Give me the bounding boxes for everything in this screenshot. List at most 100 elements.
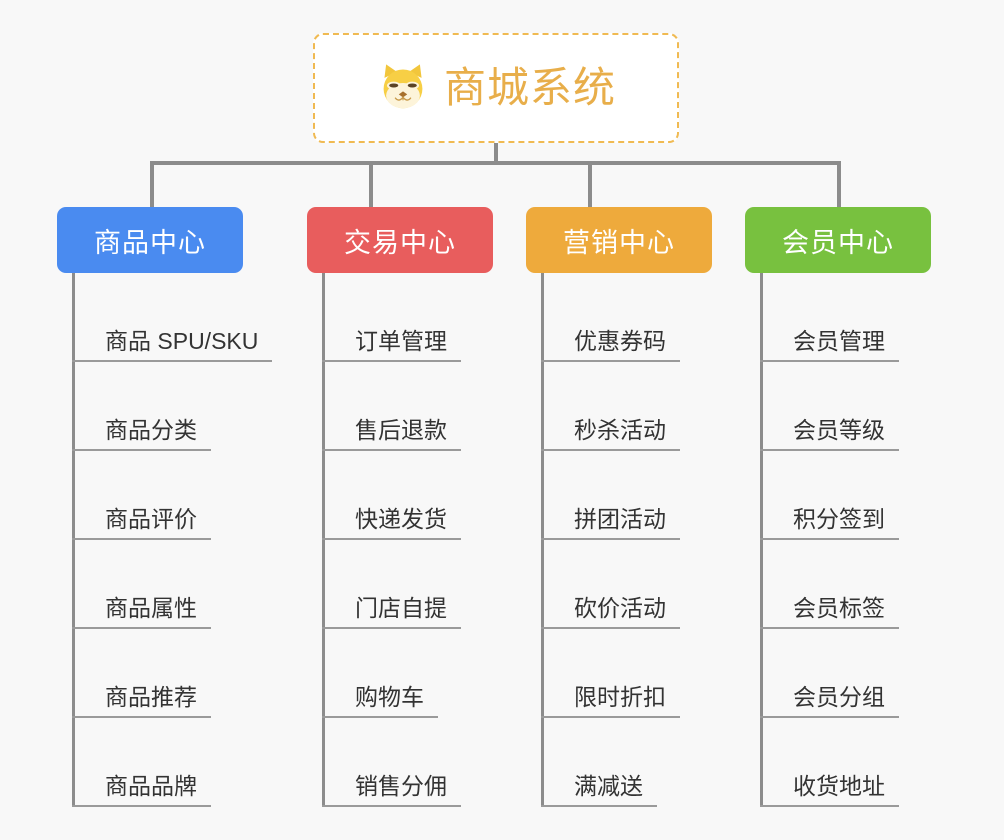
- leaf-label: 门店自提: [355, 595, 447, 621]
- leaf-item[interactable]: 商品属性: [57, 540, 277, 629]
- leaf-underline: [322, 805, 461, 807]
- leaf-item[interactable]: 商品品牌: [57, 718, 277, 807]
- connector-drop-trade-center: [369, 161, 373, 207]
- branch-spine: [72, 273, 75, 807]
- leaf-label: 收货地址: [793, 773, 885, 799]
- leaf-label: 会员分组: [793, 684, 885, 710]
- leaf-label: 限时折扣: [574, 684, 666, 710]
- leaf-underline: [72, 716, 211, 718]
- root-title: 商城系统: [443, 64, 616, 111]
- leaf-underline: [541, 360, 680, 362]
- leaf-item[interactable]: 砍价活动: [526, 540, 746, 629]
- leaf-list: 订单管理 售后退款 快递发货 门店自提 购物车 销售分佣: [307, 273, 527, 807]
- leaf-underline: [541, 627, 680, 629]
- leaf-underline: [72, 538, 211, 540]
- leaf-list: 优惠券码 秒杀活动 拼团活动 砍价活动 限时折扣 满减送: [526, 273, 746, 807]
- leaf-item[interactable]: 会员等级: [745, 362, 965, 451]
- leaf-label: 积分签到: [793, 506, 885, 532]
- connector-drop-marketing-center: [588, 161, 592, 207]
- leaf-item[interactable]: 购物车: [307, 629, 527, 718]
- leaf-item[interactable]: 积分签到: [745, 451, 965, 540]
- leaf-item[interactable]: 商品评价: [57, 451, 277, 540]
- connector-root-stem: [494, 143, 498, 165]
- leaf-underline: [72, 627, 211, 629]
- category-header-member-center[interactable]: 会员中心: [745, 207, 931, 273]
- leaf-underline: [760, 627, 899, 629]
- root-node[interactable]: 商城系统: [313, 33, 679, 143]
- category-label: 交易中心: [344, 227, 456, 258]
- leaf-underline: [760, 449, 899, 451]
- leaf-list: 商品 SPU/SKU 商品分类 商品评价 商品属性 商品推荐 商品品牌: [57, 273, 277, 807]
- leaf-item[interactable]: 秒杀活动: [526, 362, 746, 451]
- leaf-underline: [322, 627, 461, 629]
- leaf-label: 拼团活动: [574, 506, 666, 532]
- category-label: 营销中心: [563, 227, 675, 258]
- leaf-underline: [541, 716, 680, 718]
- leaf-underline: [541, 538, 680, 540]
- category-header-trade-center[interactable]: 交易中心: [307, 207, 493, 273]
- leaf-underline: [541, 449, 680, 451]
- leaf-underline: [322, 538, 461, 540]
- leaf-item[interactable]: 门店自提: [307, 540, 527, 629]
- leaf-item[interactable]: 销售分佣: [307, 718, 527, 807]
- leaf-label: 商品推荐: [105, 684, 197, 710]
- connector-horizontal-bar: [150, 161, 840, 165]
- category-header-marketing-center[interactable]: 营销中心: [526, 207, 712, 273]
- branch-column-product-center: 商品中心 商品 SPU/SKU 商品分类 商品评价 商品属性 商品推荐: [57, 207, 277, 807]
- leaf-item[interactable]: 售后退款: [307, 362, 527, 451]
- leaf-underline: [760, 538, 899, 540]
- leaf-label: 优惠券码: [574, 328, 666, 354]
- leaf-label: 砍价活动: [574, 595, 666, 621]
- leaf-item[interactable]: 收货地址: [745, 718, 965, 807]
- leaf-label: 订单管理: [355, 328, 447, 354]
- leaf-item[interactable]: 商品 SPU/SKU: [57, 273, 277, 362]
- leaf-label: 商品分类: [105, 417, 197, 443]
- leaf-underline: [760, 360, 899, 362]
- leaf-item[interactable]: 会员管理: [745, 273, 965, 362]
- branch-column-trade-center: 交易中心 订单管理 售后退款 快递发货 门店自提 购物车: [307, 207, 527, 807]
- shiba-dog-face-icon: [376, 61, 430, 115]
- leaf-label: 满减送: [574, 773, 643, 799]
- leaf-underline: [541, 805, 657, 807]
- leaf-underline: [322, 449, 461, 451]
- leaf-underline: [760, 805, 899, 807]
- leaf-label: 会员标签: [793, 595, 885, 621]
- leaf-underline: [72, 360, 272, 362]
- leaf-item[interactable]: 商品分类: [57, 362, 277, 451]
- category-label: 商品中心: [94, 227, 206, 258]
- leaf-item[interactable]: 订单管理: [307, 273, 527, 362]
- connector-drop-member-center: [837, 161, 841, 207]
- category-label: 会员中心: [782, 227, 894, 258]
- connector-drop-product-center: [150, 161, 154, 207]
- leaf-item[interactable]: 满减送: [526, 718, 746, 807]
- branch-column-member-center: 会员中心 会员管理 会员等级 积分签到 会员标签 会员分组: [745, 207, 965, 807]
- leaf-item[interactable]: 优惠券码: [526, 273, 746, 362]
- leaf-label: 会员管理: [793, 328, 885, 354]
- leaf-underline: [322, 360, 461, 362]
- leaf-underline: [72, 449, 211, 451]
- leaf-underline: [760, 716, 899, 718]
- leaf-label: 商品 SPU/SKU: [105, 328, 259, 354]
- branch-spine: [322, 273, 325, 807]
- leaf-item[interactable]: 快递发货: [307, 451, 527, 540]
- leaf-label: 购物车: [355, 684, 424, 710]
- leaf-list: 会员管理 会员等级 积分签到 会员标签 会员分组 收货地址: [745, 273, 965, 807]
- leaf-item[interactable]: 会员分组: [745, 629, 965, 718]
- leaf-label: 秒杀活动: [574, 417, 666, 443]
- leaf-label: 会员等级: [793, 417, 885, 443]
- leaf-label: 售后退款: [355, 417, 447, 443]
- branch-spine: [541, 273, 544, 807]
- leaf-label: 销售分佣: [355, 773, 447, 799]
- leaf-label: 快递发货: [355, 506, 447, 532]
- category-header-product-center[interactable]: 商品中心: [57, 207, 243, 273]
- leaf-label: 商品属性: [105, 595, 197, 621]
- leaf-item[interactable]: 商品推荐: [57, 629, 277, 718]
- leaf-label: 商品品牌: [105, 773, 197, 799]
- leaf-item[interactable]: 会员标签: [745, 540, 965, 629]
- leaf-item[interactable]: 限时折扣: [526, 629, 746, 718]
- branch-spine: [760, 273, 763, 807]
- leaf-item[interactable]: 拼团活动: [526, 451, 746, 540]
- leaf-label: 商品评价: [105, 506, 197, 532]
- leaf-underline: [72, 805, 211, 807]
